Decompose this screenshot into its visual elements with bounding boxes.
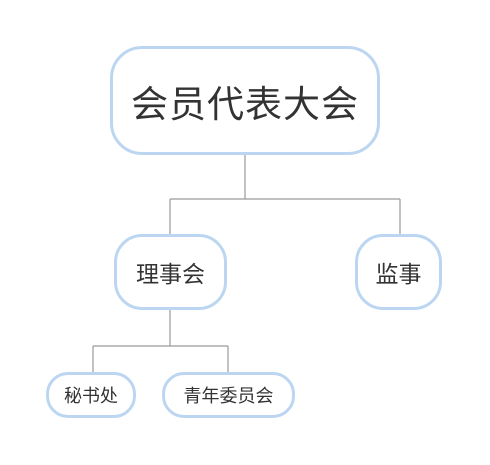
node-council: 理事会 [114,234,227,310]
node-secretariat-label: 秘书处 [64,386,118,407]
node-supervisor-label: 监事 [375,262,422,288]
node-general-assembly-label: 会员代表大会 [131,82,359,126]
node-secretariat: 秘书处 [46,372,136,418]
node-council-label: 理事会 [136,262,205,288]
node-youth-committee: 青年委员会 [162,372,295,418]
node-general-assembly: 会员代表大会 [110,46,380,155]
node-youth-committee-label: 青年委员会 [183,386,274,407]
node-supervisor: 监事 [355,234,442,310]
